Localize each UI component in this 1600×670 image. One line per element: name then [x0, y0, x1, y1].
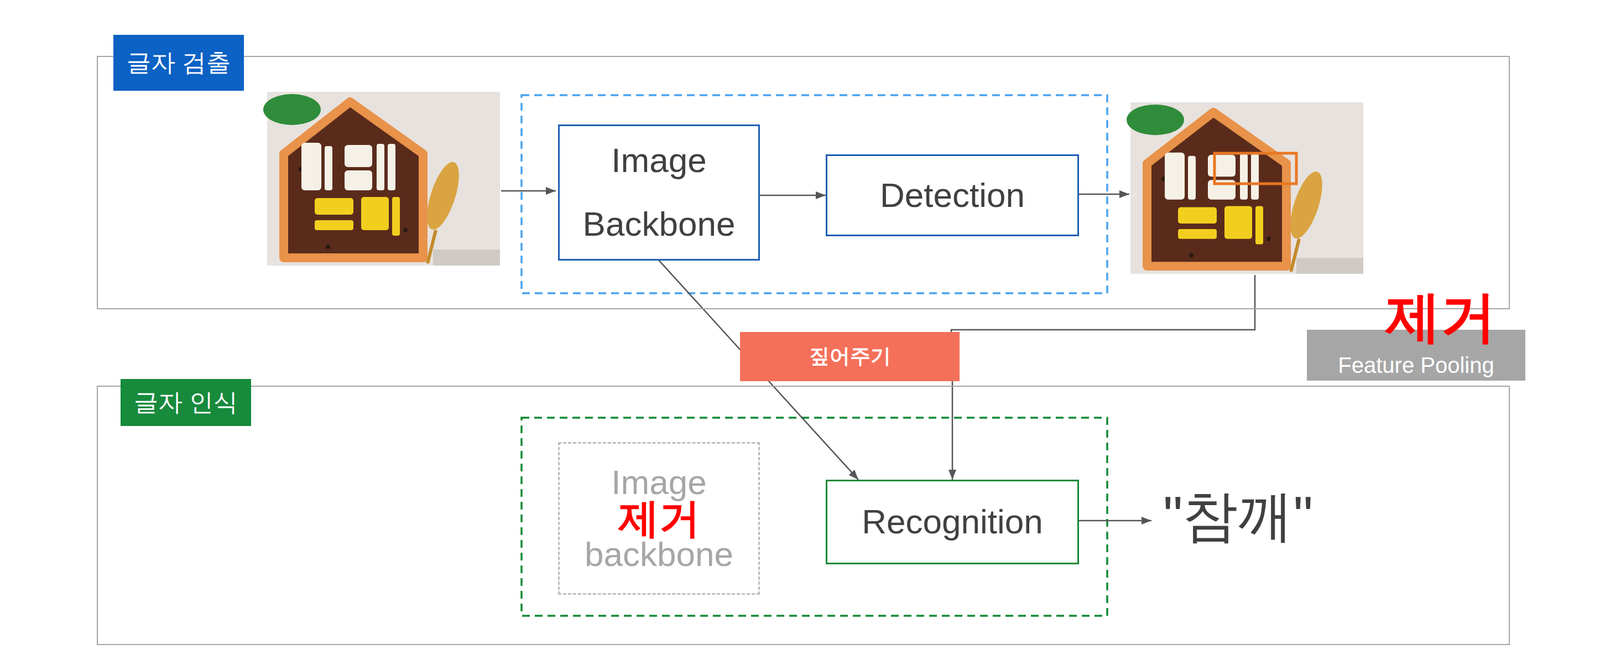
stage-tab: 글자 검출 [113, 34, 244, 91]
callout-tag: 짚어주기 [739, 331, 960, 382]
result-text: "참깨" [1163, 487, 1313, 544]
recognizer-group [521, 417, 1108, 616]
node-label: Detection [879, 174, 1025, 216]
detected-photo [1126, 102, 1364, 274]
removed-mark: 제거 [618, 497, 701, 539]
detector-group [521, 95, 1108, 294]
node-label: Image Backbone [569, 128, 749, 256]
stage-tab: 글자 인식 [120, 378, 252, 426]
stage-panel: 글자 검출Image BackboneDetection [96, 55, 1510, 310]
node-label: Recognition [861, 501, 1043, 542]
region-wire [951, 274, 1255, 335]
process-box: Image Backbone [558, 124, 760, 260]
input-arrow [501, 190, 556, 192]
flow-arrow [759, 194, 826, 197]
result-arrow [1079, 519, 1152, 522]
removed-mark: 제거 [1385, 288, 1497, 345]
output-arrow [1079, 193, 1130, 196]
process-box: Detection [825, 154, 1080, 237]
flow-arrow [951, 381, 954, 480]
node-label: Feature Pooling [1337, 352, 1494, 378]
input-photo [263, 91, 500, 266]
process-box: Recognition [825, 479, 1080, 565]
detection-box [1214, 153, 1297, 184]
node-label: 짚어주기 [809, 344, 891, 369]
